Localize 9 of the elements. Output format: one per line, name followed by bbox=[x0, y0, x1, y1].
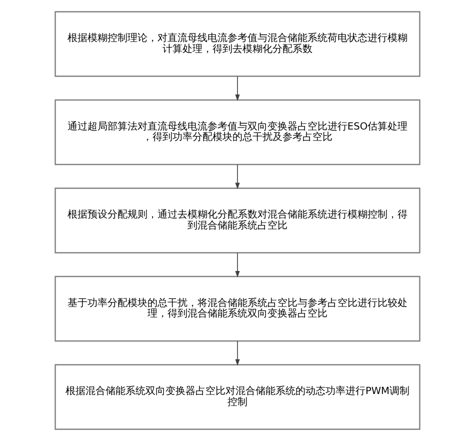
node-box: 根据模糊控制理论，对直流母线电流参考值与混合储能系统荷电状态进行模糊计算处理，得到去模糊化分配系数 bbox=[54, 11, 420, 77]
node-box: 基于功率分配模块的总干扰，将混合储能系统占空比与参考占空比进行比较处理，得到混合储能系统双向变换器占空比 bbox=[54, 276, 420, 342]
arrow bbox=[234, 340, 240, 366]
arrow bbox=[234, 252, 240, 278]
node-box: 根据预设分配规则，通过去模糊化分配系数对混合储能系统进行模糊控制，得到混合储能系统占空比 bbox=[54, 188, 420, 254]
arrow bbox=[234, 76, 240, 102]
node-box: 通过超局部算法对直流母线电流参考值与双向变换器占空比进行ESO估算处理，得到功率分配模块的总干扰及参考占空比 bbox=[54, 99, 420, 166]
node-box: 根据混合储能系统双向变换器占空比对混合储能系统的动态功率进行PWM调制控制 bbox=[54, 364, 420, 430]
arrow bbox=[234, 164, 240, 190]
